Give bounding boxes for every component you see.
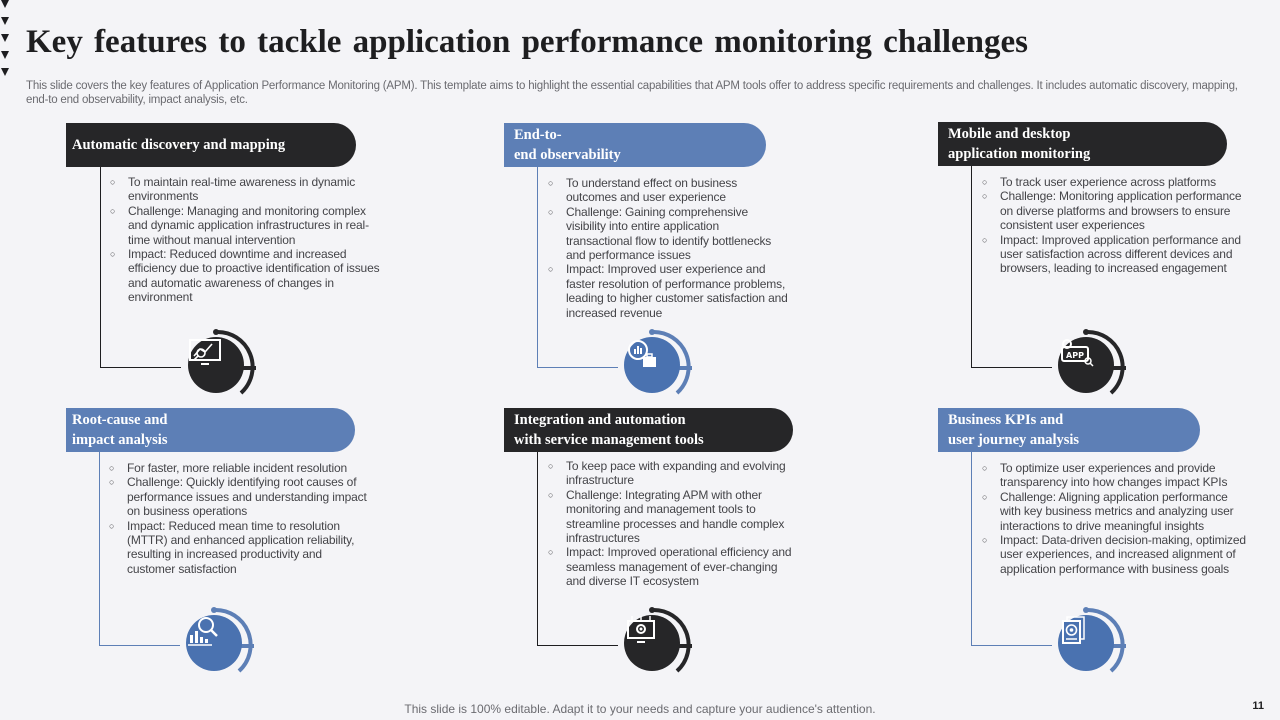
document-target-icon xyxy=(1058,615,1114,671)
footer-note: This slide is 100% editable. Adapt it to… xyxy=(404,702,876,716)
arrow-down-icon xyxy=(1,17,9,25)
card-icon-badge xyxy=(174,605,254,685)
card-connector-line xyxy=(971,450,1052,646)
card-bullet-list: To track user experience across platform… xyxy=(982,175,1244,276)
bullet-item: For faster, more reliable incident resol… xyxy=(109,461,371,476)
page-subtitle: This slide covers the key features of Ap… xyxy=(26,80,1238,106)
arrow-down-icon xyxy=(1,68,9,76)
svg-text:APP: APP xyxy=(1066,351,1084,360)
card-icon-badge xyxy=(612,605,692,685)
bullet-item: To track user experience across platform… xyxy=(982,175,1244,190)
card-bullet-list: To understand effect on business outcome… xyxy=(548,176,788,320)
bullet-item: Impact: Reduced downtime and increased e… xyxy=(110,247,380,305)
card-heading-text: End-to- end observability xyxy=(514,127,621,163)
card-connector-line xyxy=(100,165,181,368)
bullet-item: To maintain real-time awareness in dynam… xyxy=(110,175,380,204)
magnifier-chart-icon xyxy=(186,615,242,671)
card-bullet-list: To optimize user experiences and provide… xyxy=(982,461,1248,576)
bullet-item: Impact: Data-driven decision-making, opt… xyxy=(982,533,1248,576)
card-heading-text: Root-cause and impact analysis xyxy=(72,412,168,448)
bullet-item: To understand effect on business outcome… xyxy=(548,176,788,205)
card-icon-badge xyxy=(1046,605,1126,685)
page-number: 11 xyxy=(1252,700,1264,712)
bullet-item: Impact: Improved user experience and fas… xyxy=(548,262,788,320)
briefcase-chart-icon xyxy=(624,337,680,393)
card-icon-badge: APP xyxy=(1046,327,1126,407)
bullet-item: Challenge: Managing and monitoring compl… xyxy=(110,204,380,247)
card-heading: Automatic discovery and mapping xyxy=(66,123,356,167)
bullet-item: To keep pace with expanding and evolving… xyxy=(548,459,798,488)
arrow-down-icon xyxy=(1,34,9,42)
card-connector-line xyxy=(99,450,180,646)
arrow-down-icon xyxy=(1,51,9,59)
card-heading: Integration and automation with service … xyxy=(504,408,793,452)
bullet-item: Challenge: Quickly identifying root caus… xyxy=(109,475,371,518)
monitor-analytics-icon xyxy=(188,337,244,393)
card-icon-badge xyxy=(612,327,692,407)
card-icon-badge xyxy=(176,327,256,407)
bullet-item: Impact: Reduced mean time to resolution … xyxy=(109,519,371,577)
decorative-arrows xyxy=(1,0,11,85)
card-heading: Mobile and desktop application monitorin… xyxy=(938,122,1227,166)
bullet-item: Impact: Improved operational efficiency … xyxy=(548,545,798,588)
card-heading-text: Business KPIs and user journey analysis xyxy=(948,412,1080,448)
arrow-down-icon xyxy=(1,0,9,8)
card-connector-line xyxy=(537,450,618,646)
bullet-item: Challenge: Aligning application performa… xyxy=(982,490,1248,533)
card-heading: Root-cause and impact analysis xyxy=(66,408,355,452)
card-heading: Business KPIs and user journey analysis xyxy=(938,408,1200,452)
page-title: Key features to tackle application perfo… xyxy=(26,24,1028,60)
card-heading-text: Integration and automation with service … xyxy=(514,412,704,448)
card-bullet-list: To keep pace with expanding and evolving… xyxy=(548,459,798,589)
card-heading-text: Mobile and desktop application monitorin… xyxy=(948,126,1091,162)
app-gear-icon: APP xyxy=(1058,337,1114,393)
card-heading: End-to- end observability xyxy=(504,123,766,167)
card-bullet-list: For faster, more reliable incident resol… xyxy=(109,461,371,576)
card-connector-line xyxy=(537,165,618,368)
card-heading-text: Automatic discovery and mapping xyxy=(72,137,286,153)
bullet-item: Impact: Improved application performance… xyxy=(982,233,1244,276)
bullet-item: Challenge: Gaining comprehensive visibil… xyxy=(548,205,788,263)
bullet-item: Challenge: Monitoring application perfor… xyxy=(982,189,1244,232)
bullet-item: To optimize user experiences and provide… xyxy=(982,461,1248,490)
card-connector-line xyxy=(971,165,1052,368)
monitor-gear-icon xyxy=(624,615,680,671)
bullet-item: Challenge: Integrating APM with other mo… xyxy=(548,488,798,546)
card-bullet-list: To maintain real-time awareness in dynam… xyxy=(110,175,380,305)
